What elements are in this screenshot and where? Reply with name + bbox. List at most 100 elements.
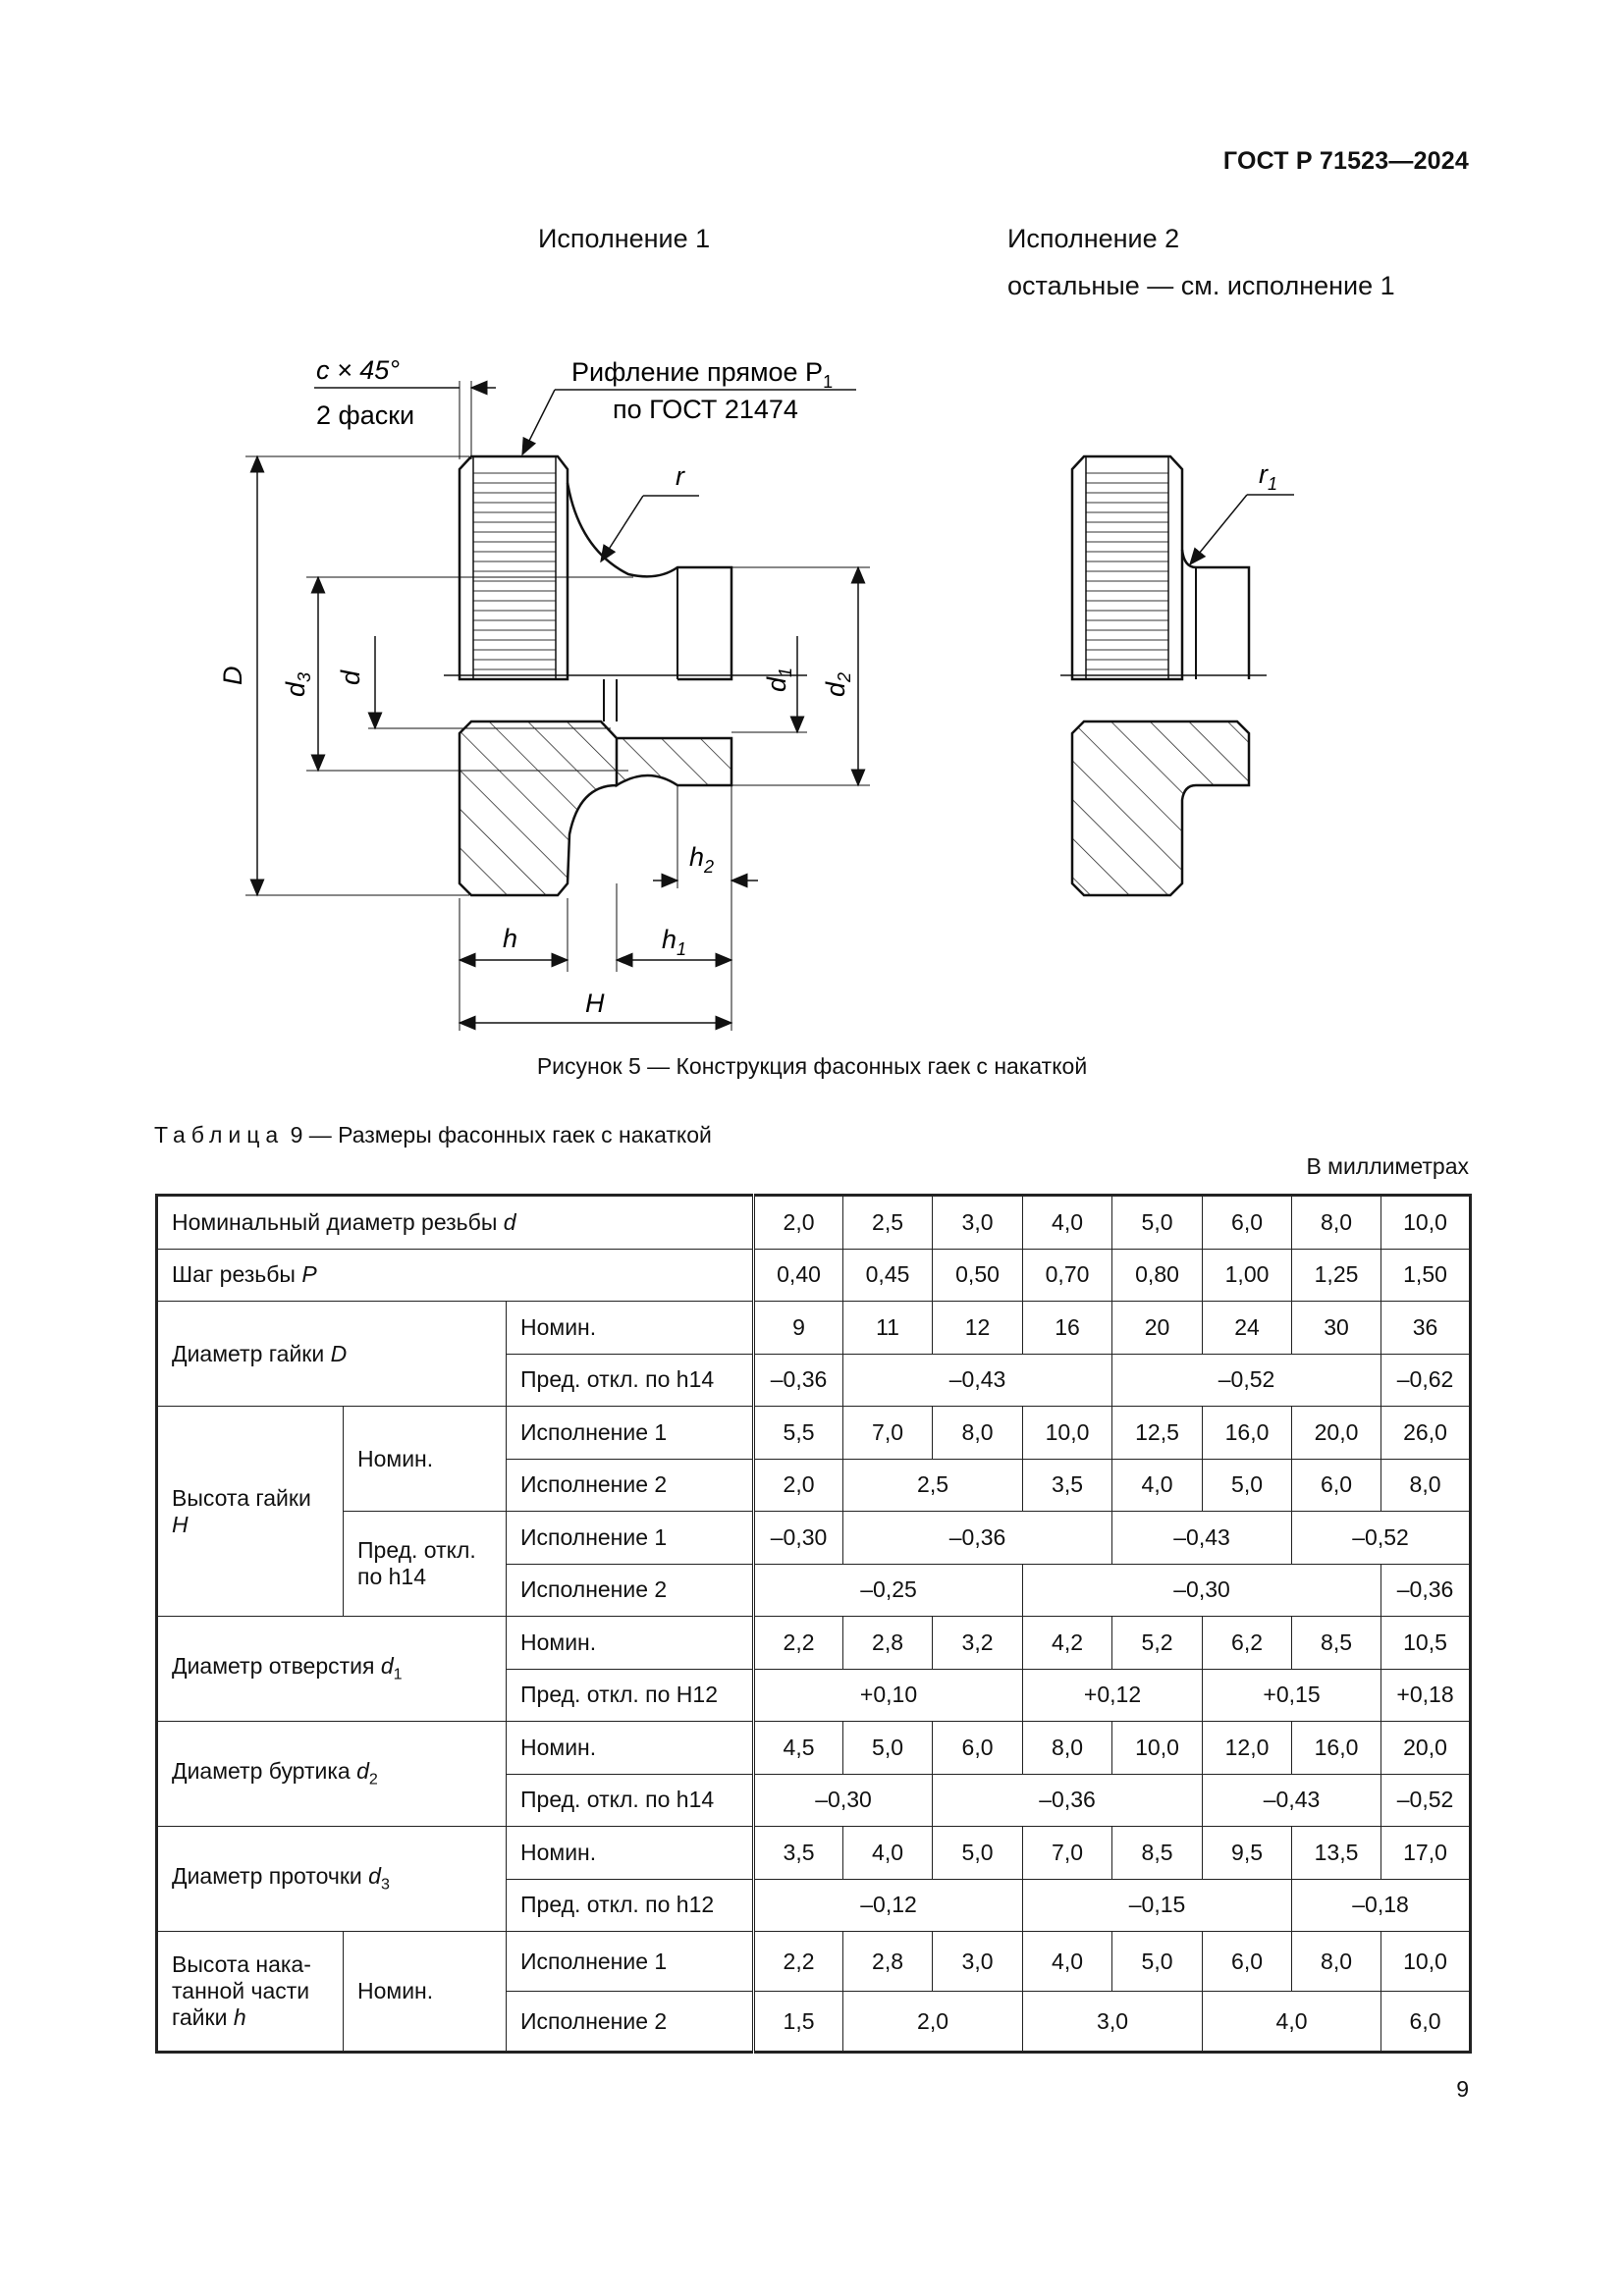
cell: 10,0 xyxy=(1022,1406,1113,1460)
cell: +0,10 xyxy=(753,1668,1024,1722)
table-row: Пред. откл. по h14 –0,36 –0,43 –0,52 –0,… xyxy=(157,1353,1472,1407)
table-caption-text: 9 — Размеры фасонных гаек с накаткой xyxy=(290,1122,712,1148)
cell: –0,52 xyxy=(1291,1511,1472,1565)
cell: –0,43 xyxy=(842,1353,1113,1407)
knurl-label: Рифление прямое P1 xyxy=(571,357,833,392)
cell: 5,2 xyxy=(1111,1616,1204,1670)
cell: –0,30 xyxy=(753,1511,844,1565)
cell: 9 xyxy=(753,1301,844,1355)
cell: 10,0 xyxy=(1380,1931,1472,1992)
cell: 2,8 xyxy=(842,1931,934,1992)
cell: 2,0 xyxy=(842,1991,1024,2053)
table-caption-label: Таблица xyxy=(154,1122,285,1148)
cell: –0,52 xyxy=(1111,1353,1382,1407)
nut-drawing: c × 45° 2 фаски Рифление прямое P1 по ГО… xyxy=(218,355,1294,1031)
sub-label: Исполнение 1 xyxy=(505,1511,756,1565)
d-label: d xyxy=(336,669,365,685)
sub-label: Пред. откл. по h14 xyxy=(505,1353,756,1407)
sub-label: Номин. xyxy=(505,1616,756,1670)
cell: 1,25 xyxy=(1291,1248,1382,1302)
cell: 1,50 xyxy=(1380,1248,1472,1302)
row-label-pitch: Шаг резьбы P xyxy=(155,1248,756,1302)
table-row: Диаметр проточки d3 Номин. 3,5 4,0 5,0 7… xyxy=(156,1826,1472,1932)
sub-label: Исполнение 2 xyxy=(505,1991,756,2053)
variant-2-title: Исполнение 2 xyxy=(1007,224,1180,253)
cell: 2,8 xyxy=(842,1616,934,1670)
cell: 3,0 xyxy=(932,1195,1024,1250)
dimensions-table: Номинальный диаметр резьбы d 2,0 2,5 3,0… xyxy=(155,1194,1473,2054)
cell: 6,0 xyxy=(1202,1931,1293,1992)
D-label: D xyxy=(218,667,247,686)
cell: 6,0 xyxy=(1291,1458,1382,1512)
cell: 8,0 xyxy=(1380,1458,1472,1512)
h2-label: h2 xyxy=(689,842,714,877)
sub-label: Исполнение 1 xyxy=(505,1931,756,1992)
cell: 7,0 xyxy=(1022,1826,1113,1880)
variant-2-note: остальные — см. исполнение 1 xyxy=(1007,271,1395,300)
knurl-std-label: по ГОСТ 21474 xyxy=(613,395,798,424)
table-row: Шаг резьбы P 0,40 0,45 0,50 0,70 0,80 1,… xyxy=(155,1248,1472,1302)
cell: 0,50 xyxy=(932,1248,1024,1302)
cell: 13,5 xyxy=(1291,1826,1382,1880)
page-number: 9 xyxy=(1456,2076,1469,2102)
sub-label: Пред. откл. по h14 xyxy=(505,1773,756,1827)
chamfer-label: c × 45° xyxy=(316,355,400,385)
row-label-d2: Диаметр буртика d2 xyxy=(156,1721,507,1827)
cell: +0,12 xyxy=(1022,1668,1204,1722)
d1-label: d1 xyxy=(762,667,795,692)
table-row: Номинальный диаметр резьбы d 2,0 2,5 3,0… xyxy=(155,1195,1472,1250)
cell: 9,5 xyxy=(1202,1826,1293,1880)
r1-label: r1 xyxy=(1259,459,1277,494)
cell: –0,43 xyxy=(1202,1773,1382,1827)
cell: 1,00 xyxy=(1202,1248,1293,1302)
table-row: Исполнение 2 2,0 2,5 3,5 4,0 5,0 6,0 8,0 xyxy=(157,1458,1472,1512)
cell: –0,12 xyxy=(753,1878,1024,1932)
cell: 20,0 xyxy=(1291,1406,1382,1460)
row-label-d1: Диаметр отверстия d1 xyxy=(156,1616,507,1722)
cell: 2,2 xyxy=(753,1931,844,1992)
cell: 4,0 xyxy=(1111,1458,1204,1512)
cell: –0,36 xyxy=(753,1353,844,1407)
cell: –0,18 xyxy=(1291,1878,1472,1932)
row-label-hk: Высота нака-танной части гайки h xyxy=(156,1931,344,2053)
cell: 5,0 xyxy=(1202,1458,1293,1512)
sub-label: Пред. откл. по h14 xyxy=(343,1511,507,1617)
cell: 20 xyxy=(1111,1301,1204,1355)
cell: 7,0 xyxy=(842,1406,934,1460)
cell: 12,5 xyxy=(1111,1406,1204,1460)
cell: –0,25 xyxy=(753,1563,1024,1617)
table-row: Диаметр гайки D Номин. 9 11 12 16 20 24 … xyxy=(156,1301,1472,1407)
cell: 2,5 xyxy=(842,1458,1024,1512)
cell: 12 xyxy=(932,1301,1024,1355)
cell: 4,0 xyxy=(842,1826,934,1880)
r-label: r xyxy=(676,461,685,491)
sub-label: Номин. xyxy=(505,1721,756,1775)
cell: 4,0 xyxy=(1022,1195,1113,1250)
sub-label: Исполнение 2 xyxy=(505,1458,756,1512)
cell: 30 xyxy=(1291,1301,1382,1355)
cell: +0,15 xyxy=(1202,1668,1382,1722)
cell: 5,0 xyxy=(932,1826,1024,1880)
figure-caption: Рисунок 5 — Конструкция фасонных гаек с … xyxy=(536,1053,1088,1079)
cell: 8,0 xyxy=(1022,1721,1113,1775)
cell: –0,36 xyxy=(932,1773,1204,1827)
cell: 36 xyxy=(1380,1301,1472,1355)
cell: 6,0 xyxy=(1380,1991,1472,2053)
cell: 26,0 xyxy=(1380,1406,1472,1460)
cell: 0,45 xyxy=(842,1248,934,1302)
cell: 3,0 xyxy=(1022,1991,1204,2053)
cell: 16,0 xyxy=(1202,1406,1293,1460)
variant1-section xyxy=(458,720,733,897)
sub-label: Номин. xyxy=(505,1826,756,1880)
cell: 3,0 xyxy=(932,1931,1024,1992)
table-row: Исполнение 2 –0,25 –0,30 –0,36 xyxy=(157,1563,1472,1617)
cell: 10,0 xyxy=(1111,1721,1204,1775)
cell: 6,0 xyxy=(932,1721,1024,1775)
cell: 17,0 xyxy=(1380,1826,1472,1880)
cell: 2,0 xyxy=(753,1195,844,1250)
sub-label: Номин. xyxy=(505,1301,756,1355)
cell: 8,5 xyxy=(1111,1826,1204,1880)
cell: 4,2 xyxy=(1022,1616,1113,1670)
variant1-knurl xyxy=(458,454,569,681)
table-row: Исполнение 2 1,5 2,0 3,0 4,0 6,0 xyxy=(157,1991,1472,2053)
